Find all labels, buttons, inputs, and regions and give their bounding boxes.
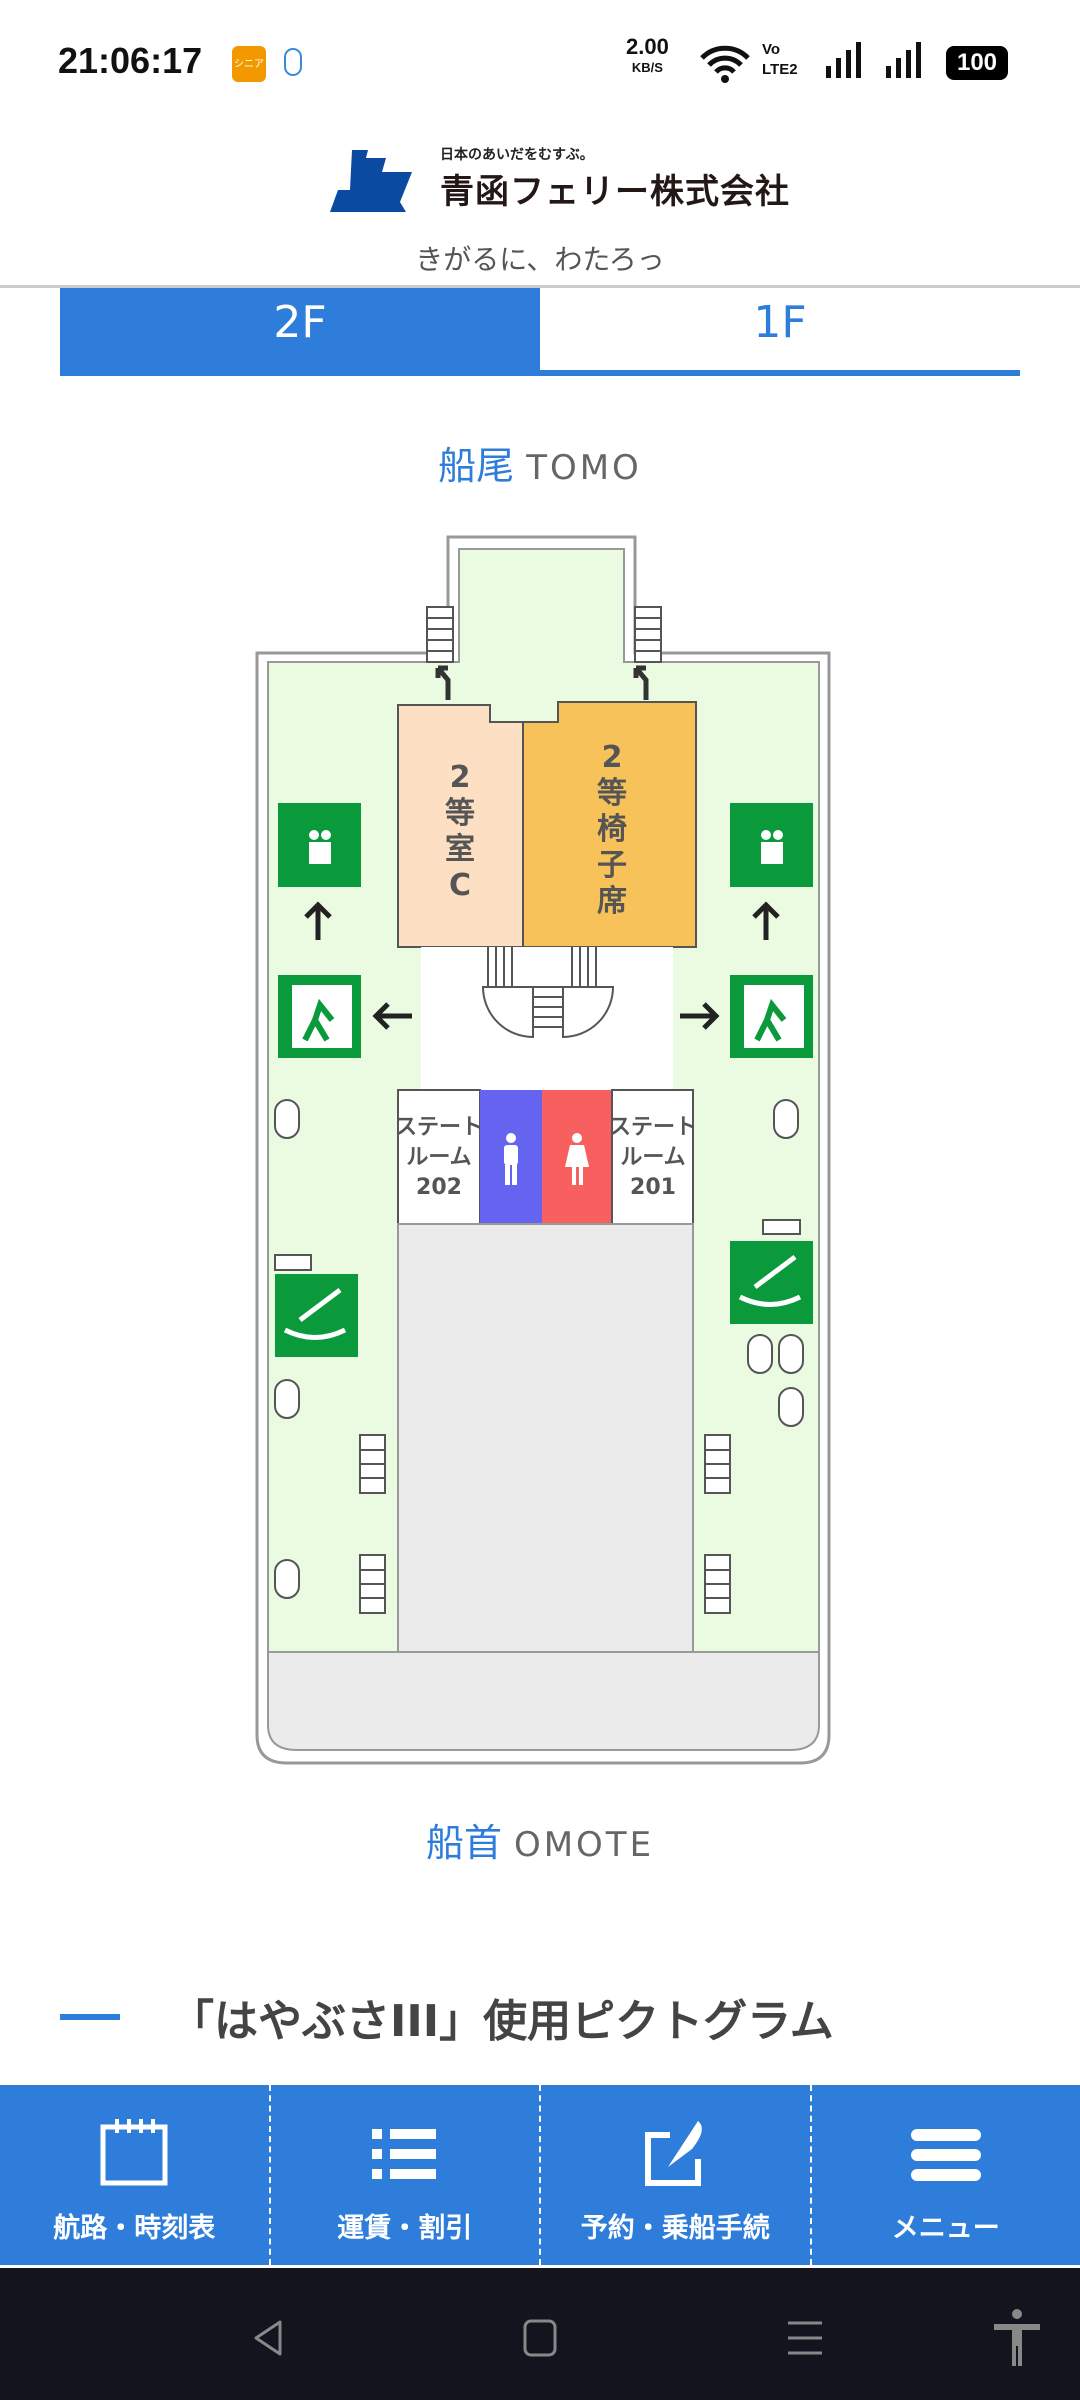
tab-2f[interactable]: 2F	[60, 288, 540, 376]
logo-tagline: 日本のあいだをむすぶ。	[440, 147, 594, 163]
nav-route-timetable[interactable]: 航路・時刻表	[0, 2085, 271, 2265]
signal-icon-2	[886, 42, 926, 78]
car-deck	[397, 1223, 694, 1653]
car-deck-bow	[267, 1651, 820, 1751]
logo[interactable]	[330, 150, 435, 216]
accessibility-icon[interactable]	[992, 2308, 1042, 2366]
nav-label: 運賃・割引	[337, 2213, 473, 2244]
womens-toilet-icon	[565, 1133, 589, 1185]
senior-app-badge-icon: シニア	[232, 46, 266, 82]
slogan: きがるに、わたろっ	[415, 243, 665, 276]
system-nav-bar	[0, 2268, 1080, 2400]
edit-icon	[645, 2121, 703, 2186]
notification-icon	[284, 48, 302, 76]
mens-toilet-icon	[504, 1133, 518, 1185]
signal-icon-1	[826, 42, 866, 78]
menu-icon	[910, 2129, 981, 2181]
assembly-point-sign-icon	[278, 803, 813, 887]
home-icon[interactable]	[520, 2318, 560, 2358]
life-raft-icons	[274, 1099, 804, 1599]
stairs-stern	[426, 606, 662, 663]
nav-label: 航路・時刻表	[53, 2213, 216, 2244]
nav-menu[interactable]: メニュー	[812, 2085, 1080, 2265]
clock: 21:06:17	[58, 40, 203, 81]
heading-accent-bar	[60, 2014, 120, 2020]
evacuation-arrows	[304, 901, 780, 1030]
ladder-icons	[359, 1434, 731, 1614]
ship-logo-icon	[330, 150, 412, 212]
logo-company-name: 青函フェリー株式会社	[440, 172, 790, 212]
stateroom-202	[397, 1089, 481, 1225]
hull-outline	[255, 535, 831, 1765]
nav-label: 予約・乗船手続	[580, 2213, 770, 2244]
battery-icon: 100	[946, 46, 1008, 80]
recents-icon[interactable]	[785, 2318, 825, 2358]
bottom-nav: 航路・時刻表 運賃・割引 予約・乗船手続 メニュー	[0, 2085, 1080, 2265]
tab-1f[interactable]: 1F	[540, 288, 1020, 376]
nav-label: メニュー	[891, 2213, 1000, 2244]
list-icon	[371, 2129, 436, 2179]
header-divider	[0, 285, 1080, 288]
stateroom-201	[611, 1089, 694, 1225]
deck-map	[255, 535, 831, 1765]
arrow-stairs	[435, 665, 649, 700]
calendar-icon	[100, 2119, 168, 2186]
wifi-icon	[700, 45, 750, 83]
back-icon[interactable]	[250, 2318, 290, 2358]
section-heading-text: 「はやぶさIII」使用ピクトグラム	[170, 1996, 834, 2047]
nav-fares-discounts[interactable]: 運賃・割引	[271, 2085, 541, 2265]
nav-reservation-boarding[interactable]: 予約・乗船手続	[541, 2085, 812, 2265]
section-heading: 「はやぶさIII」使用ピクトグラム	[60, 1985, 834, 2049]
lifeboat-sign-icon	[275, 1241, 813, 1357]
emergency-exit-sign-icon	[278, 975, 813, 1058]
central-staircase	[481, 947, 615, 1039]
